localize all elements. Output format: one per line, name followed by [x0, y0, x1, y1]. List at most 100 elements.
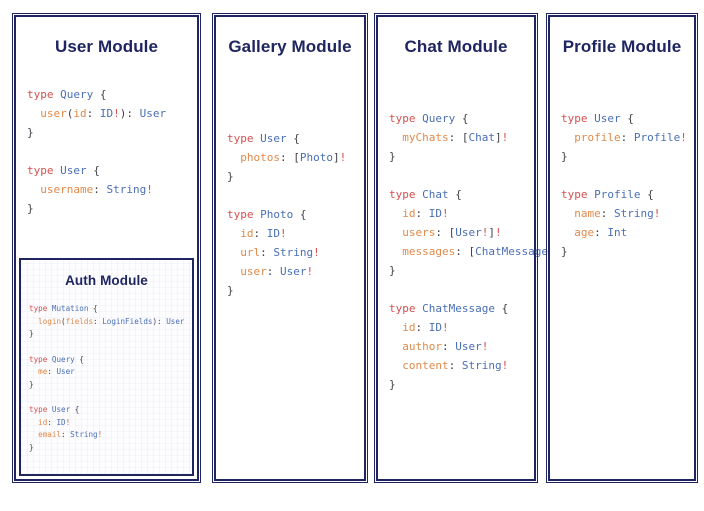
token-bang: ! [313, 246, 320, 260]
token-punc: { [455, 188, 462, 202]
code-line: username: String! [27, 180, 186, 199]
panel-user-module: User Module type Query { user(id: ID!): … [12, 13, 201, 483]
token-field: users [402, 226, 436, 240]
token-type: String [273, 246, 314, 260]
token-type: Chat [422, 188, 449, 202]
token-kw: type [27, 88, 54, 102]
token-punc: : [93, 316, 98, 326]
token-punc: } [389, 264, 396, 278]
code-line: type User { [227, 129, 353, 148]
token-field: login [38, 316, 62, 326]
token-type: Profile [594, 188, 641, 202]
token-punc: { [299, 208, 307, 222]
token-field: user [240, 265, 267, 279]
token-type: Query [60, 88, 94, 102]
token-bang: ! [442, 207, 449, 221]
token-bang: ! [97, 430, 103, 440]
code-line: } [29, 328, 184, 341]
token-field: myChats [402, 131, 449, 145]
token-type: ChatMessage [475, 245, 548, 259]
code-line: } [27, 123, 186, 142]
token-bang: ! [653, 207, 661, 221]
code-line: content: String! [389, 356, 523, 375]
token-bang: ! [65, 417, 71, 427]
token-kw: type [29, 304, 48, 314]
token-type: String [106, 183, 147, 197]
schema-type-block: type Chat { id: ID! users: [User!]! mess… [389, 185, 561, 280]
schema-type-block: type User { id: ID! email: String!} [29, 404, 184, 454]
token-type: Query [51, 354, 75, 364]
schema-code-auth: type Mutation { login(fields: LoginField… [21, 303, 192, 454]
token-bang: ! [146, 183, 153, 197]
token-bang: ! [339, 151, 347, 165]
token-punc: : [260, 246, 267, 260]
schema-code-gallery: type User { photos: [Photo]!}type Photo … [216, 129, 364, 300]
token-kw: type [389, 112, 416, 126]
token-punc: : [266, 265, 274, 279]
code-line: } [227, 281, 353, 300]
code-line: myChats: [Chat]! [389, 128, 523, 147]
token-kw: type [27, 164, 54, 178]
token-brk: [ [461, 131, 469, 145]
code-line: id: ID! [227, 224, 353, 243]
token-kw: type [29, 404, 48, 414]
token-type: ID [428, 207, 442, 221]
code-line: me: User [29, 366, 184, 379]
panel-gallery-module: Gallery Module type User { photos: [Phot… [212, 13, 368, 483]
code-line: login(fields: LoginFields): User [29, 316, 184, 329]
token-punc: { [93, 304, 98, 314]
code-line: profile: Profile! [561, 128, 687, 147]
code-line: } [389, 375, 523, 394]
token-bang: ! [442, 321, 449, 335]
token-kw: type [389, 188, 416, 202]
code-line: user: User! [227, 262, 353, 281]
panel-title: Profile Module [562, 37, 682, 56]
token-field: url [240, 246, 261, 260]
token-punc: : [620, 131, 628, 145]
token-punc: ( [61, 316, 66, 326]
code-line: users: [User!]! [389, 223, 523, 242]
token-brk: ] [488, 226, 495, 240]
code-line: author: User! [389, 337, 523, 356]
schema-code-profile: type User { profile: Profile!}type Profi… [550, 109, 694, 261]
token-field: name [574, 207, 601, 221]
schema-type-block: type Query { user(id: ID!): User} [27, 85, 186, 142]
panel-title: Gallery Module [228, 37, 352, 56]
schema-type-block: type Query { me: User} [29, 354, 184, 392]
token-punc: { [99, 88, 107, 102]
schema-type-block: type ChatMessage { id: ID! author: User!… [389, 299, 523, 394]
subpanel-title: Auth Module [65, 273, 148, 288]
code-line: id: ID! [389, 318, 523, 337]
code-line: type User { [561, 109, 683, 128]
token-type: Query [422, 112, 456, 126]
token-type: Chat [468, 131, 495, 145]
token-punc: : [253, 227, 261, 241]
code-line: } [29, 379, 184, 392]
token-punc: { [627, 112, 634, 126]
token-brk: ] [333, 151, 340, 165]
token-type: String [614, 207, 654, 221]
schema-code-chat: type Query { myChats: [Chat]!}type Chat … [378, 109, 561, 394]
schema-type-block: type Profile { name: String! age: Int} [561, 185, 683, 261]
code-line: type Profile { [561, 185, 683, 204]
token-field: profile [574, 131, 621, 145]
token-kw: type [561, 112, 588, 126]
token-type: ID [99, 107, 114, 121]
spacer [21, 289, 192, 303]
token-field: author [402, 340, 442, 354]
token-punc: : [86, 107, 94, 121]
token-type: User [260, 132, 287, 146]
token-punc: { [461, 112, 469, 126]
code-line: type User { [27, 161, 186, 180]
token-kw: type [227, 208, 254, 222]
token-field: age [574, 226, 595, 240]
code-line: type Query { [29, 354, 184, 367]
token-punc: ): [152, 316, 162, 326]
token-punc: } [29, 379, 34, 389]
code-line: type Mutation { [29, 303, 184, 316]
code-line: id: ID! [29, 417, 184, 430]
token-bang: ! [501, 359, 509, 373]
token-type: User [56, 367, 75, 377]
token-bang: ! [495, 226, 502, 240]
code-line: email: String! [29, 429, 184, 442]
